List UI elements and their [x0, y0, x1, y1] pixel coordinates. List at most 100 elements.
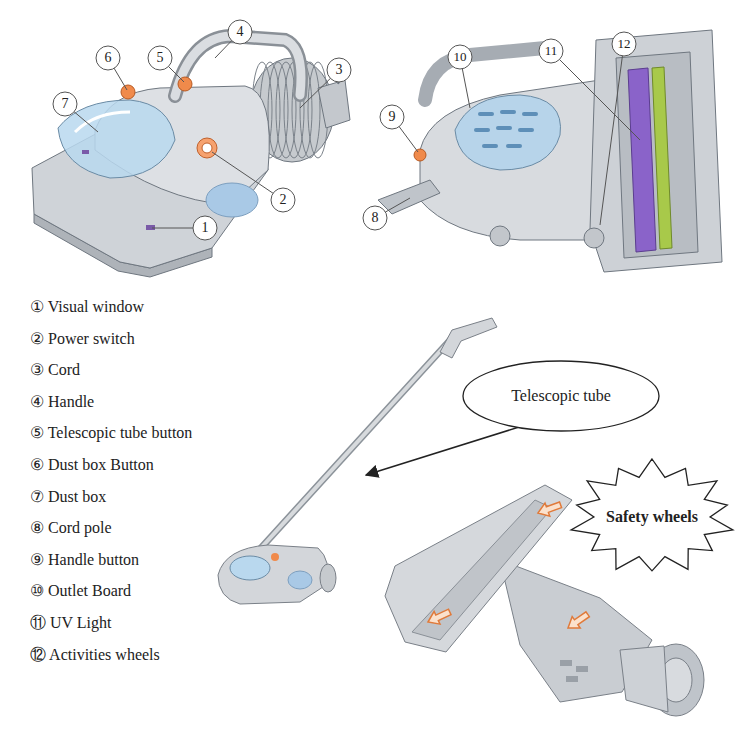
nozzle-head	[590, 30, 722, 272]
callout-number: 11	[538, 38, 564, 64]
callout-number: 1	[202, 220, 209, 236]
cord-coil	[268, 62, 288, 158]
callout-circle	[380, 105, 404, 129]
node-outline	[227, 19, 253, 45]
callout-number: 8	[362, 205, 388, 231]
part-label: ② Power switch	[30, 329, 135, 348]
callout-number: 7	[62, 96, 69, 112]
callout-ellipse	[463, 361, 659, 431]
wheel-arrow	[564, 609, 592, 634]
uv-strip	[652, 67, 672, 249]
node-outline	[567, 457, 737, 577]
tube-handle	[440, 318, 497, 358]
callout-number: 6	[105, 50, 112, 66]
wheel	[584, 228, 604, 248]
side-panel	[206, 183, 258, 217]
starburst	[571, 459, 733, 571]
outlet-slot	[474, 128, 490, 132]
vacuum-side-view	[32, 36, 350, 277]
leader-line	[600, 44, 624, 225]
head	[385, 485, 572, 652]
callout-number: 3	[326, 57, 352, 83]
callout-number: 6	[95, 45, 121, 71]
leader-line	[375, 198, 410, 218]
outlet-slot	[496, 126, 512, 130]
button	[271, 553, 279, 561]
handle	[175, 36, 301, 96]
node-outline	[362, 205, 388, 231]
leader-line	[108, 58, 127, 90]
callout-number: 2	[270, 187, 296, 213]
plug	[318, 80, 350, 128]
callout-number: 7	[52, 91, 78, 117]
callout-circle	[448, 45, 472, 69]
node-outline	[192, 215, 218, 241]
tube-face	[250, 338, 452, 560]
callout-circle	[327, 58, 351, 82]
part-label: ④ Handle	[30, 392, 94, 411]
head-channel	[412, 500, 552, 640]
dust-box	[230, 556, 270, 580]
outlet-slot	[478, 112, 494, 116]
leader-line	[160, 58, 184, 82]
body	[420, 80, 612, 240]
pointer-arrow	[366, 418, 548, 475]
underside-view	[385, 485, 704, 716]
callout-circle	[612, 32, 636, 56]
leader-line	[215, 32, 240, 58]
vent	[560, 660, 572, 666]
callout-number: 8	[372, 210, 379, 226]
callout-number: 11	[545, 44, 558, 59]
side-panel	[288, 571, 312, 589]
callout-number: 9	[389, 109, 396, 125]
leader-line	[551, 51, 640, 140]
callout-number: 9	[379, 104, 405, 130]
callout-number: 4	[227, 19, 253, 45]
node-outline	[270, 187, 296, 213]
callout-circle	[271, 188, 295, 212]
telescopic-button	[178, 77, 192, 91]
leader-line	[460, 57, 470, 108]
part-label: ⑥ Dust box Button	[30, 455, 154, 474]
part-label: ⑧ Cord pole	[30, 518, 112, 537]
outlet-slot	[500, 110, 516, 114]
reel-housing	[620, 646, 668, 712]
callout-starburst: Safety wheels	[567, 457, 737, 577]
node-outline	[326, 57, 352, 83]
callout-number: 12	[611, 31, 637, 57]
callout-number: 2	[280, 192, 287, 208]
callout-circle	[228, 20, 252, 44]
dust-box	[58, 100, 175, 178]
node-outline	[147, 45, 173, 71]
vent	[576, 666, 588, 672]
power-switch	[197, 138, 217, 158]
node-outline	[538, 38, 564, 64]
node-outline	[52, 91, 78, 117]
leader-line	[300, 70, 339, 108]
callout-number: 1	[192, 215, 218, 241]
handle-button	[414, 149, 426, 161]
mark	[82, 150, 89, 154]
callout-text: Telescopic tube	[511, 387, 611, 405]
callout-circle	[193, 216, 217, 240]
part-label: ⑩ Outlet Board	[30, 581, 131, 600]
node-outline	[379, 104, 405, 130]
part-label: ③ Cord	[30, 360, 80, 379]
callout-circle	[53, 92, 77, 116]
leader-line	[65, 104, 98, 132]
outlet-slot	[518, 128, 534, 132]
node-outline	[447, 44, 473, 70]
callout-circle	[539, 39, 563, 63]
callout-circle	[363, 206, 387, 230]
node-outline	[611, 31, 637, 57]
uv-light	[628, 68, 656, 252]
callout-number: 4	[237, 24, 244, 40]
cord-pole	[378, 180, 440, 214]
cord-reel	[320, 564, 336, 592]
part-label: ① Visual window	[30, 297, 144, 316]
outlet-board	[455, 95, 561, 170]
node-outline	[95, 45, 121, 71]
